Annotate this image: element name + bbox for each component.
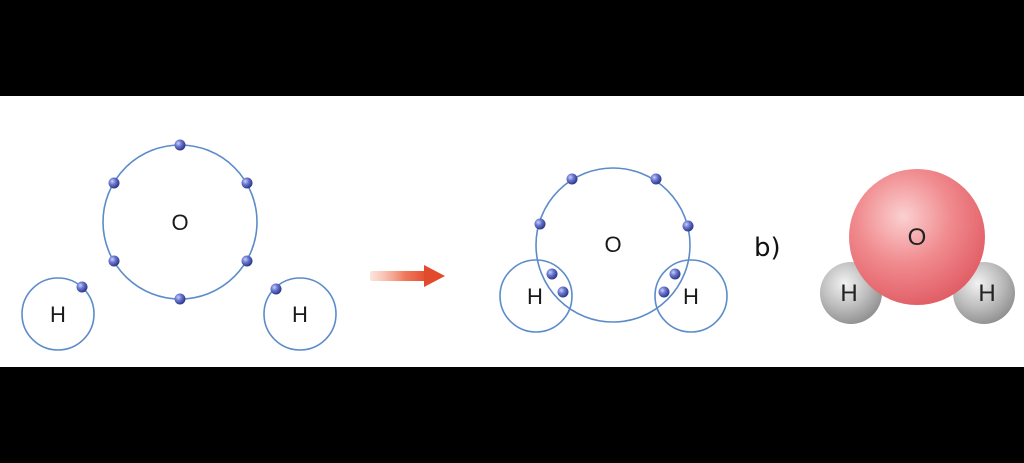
electron	[270, 283, 282, 295]
reactant-oxygen-atom: O	[102, 139, 258, 305]
hydrogen-label: H	[978, 280, 995, 307]
electron	[650, 173, 662, 185]
electron	[174, 139, 186, 151]
hydrogen-orbit	[499, 259, 573, 333]
hydrogen-label: H	[292, 302, 308, 327]
part-b-label: b)	[754, 233, 781, 263]
reactant-hydrogen-right: H	[263, 277, 337, 351]
oxygen-label: O	[604, 232, 621, 257]
product-water-molecule: O H H	[499, 167, 728, 333]
oxygen-label: O	[171, 210, 188, 235]
electron	[108, 255, 120, 267]
hydrogen-label: H	[527, 284, 543, 309]
top-black-band	[0, 0, 1024, 96]
reaction-arrow	[370, 265, 445, 287]
electron	[534, 218, 546, 230]
electron	[241, 255, 253, 267]
hydrogen-label: H	[840, 280, 857, 307]
hydrogen-orbit	[263, 277, 337, 351]
space-filling-model: O H H	[820, 169, 1015, 324]
arrow-shaft	[370, 271, 428, 281]
hydrogen-orbit	[21, 277, 95, 351]
electron	[108, 177, 120, 189]
shared-electron	[546, 268, 558, 280]
electron	[682, 220, 694, 232]
oxygen-label: O	[908, 224, 927, 251]
electron	[76, 281, 88, 293]
electron	[566, 173, 578, 185]
hydrogen-orbit	[654, 259, 728, 333]
shared-electron	[658, 286, 670, 298]
reactant-hydrogen-left: H	[21, 277, 95, 351]
shared-electron	[669, 268, 681, 280]
oxygen-sphere	[849, 169, 985, 305]
bottom-black-band	[0, 367, 1024, 463]
arrow-head	[424, 265, 445, 287]
shared-electron	[557, 286, 569, 298]
hydrogen-label: H	[50, 302, 66, 327]
oxygen-orbit	[535, 167, 691, 323]
electron	[241, 177, 253, 189]
hydrogen-label: H	[683, 284, 699, 309]
electron	[174, 293, 186, 305]
